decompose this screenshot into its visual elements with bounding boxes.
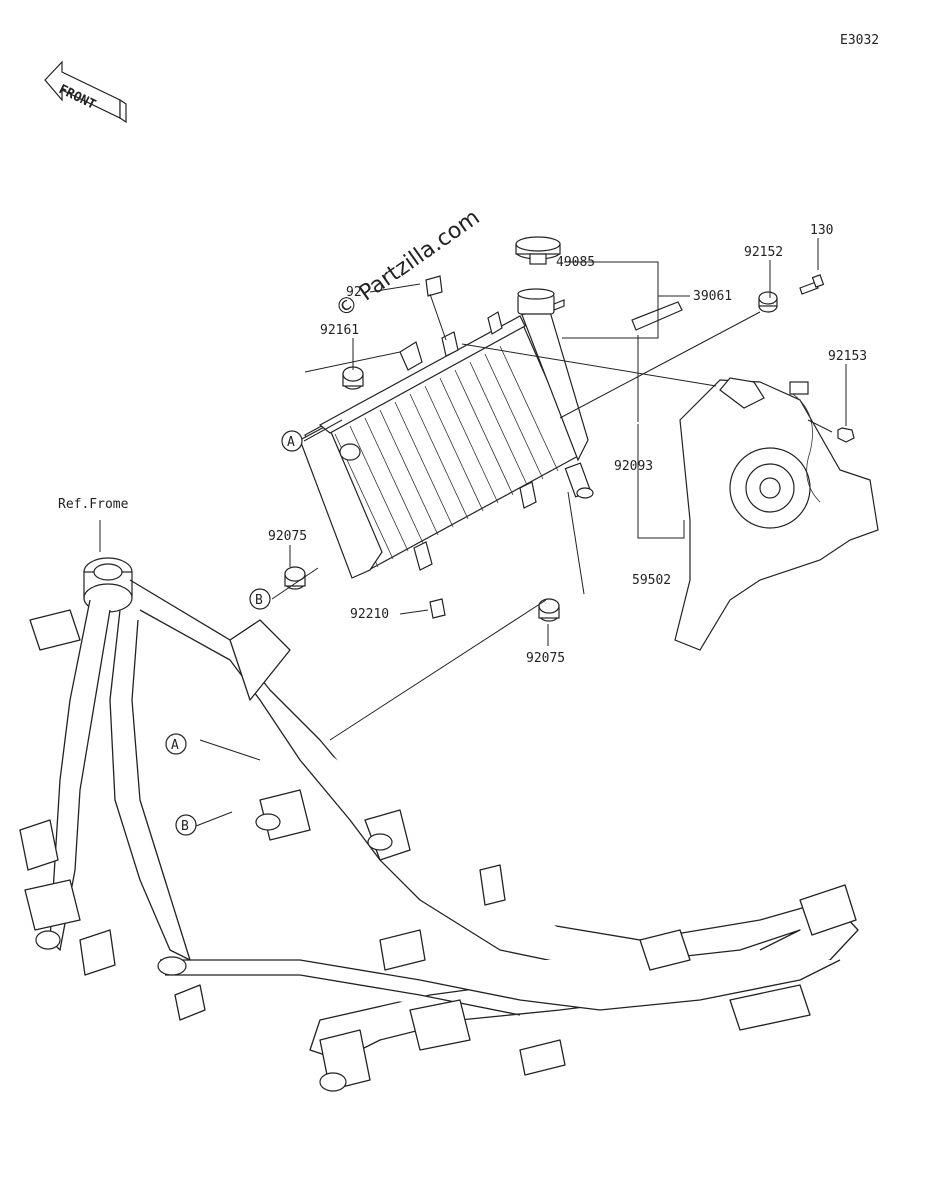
callout-92152: 92152 <box>744 245 783 260</box>
diagram-code: E3032 <box>840 33 879 48</box>
callout-39061: 39061 <box>693 289 732 304</box>
ref-mark-b2: B <box>175 814 197 836</box>
clip-top <box>425 275 443 297</box>
radiator-assembly <box>299 288 594 579</box>
callout-92161: 92161 <box>320 323 359 338</box>
callout-59502: 59502 <box>632 573 671 588</box>
callout-92075-right: 92075 <box>526 651 565 666</box>
clip-92210 <box>429 598 446 619</box>
ref-mark-a1: A <box>281 430 303 452</box>
svg-text:B: B <box>255 593 263 608</box>
bolt-130 <box>799 274 825 295</box>
nut-92153 <box>837 427 855 443</box>
seal-92093 <box>631 301 683 331</box>
svg-text:A: A <box>287 435 295 450</box>
collar-92152 <box>758 291 778 313</box>
motorcycle-frame <box>19 557 859 1092</box>
fan-shroud <box>674 377 879 651</box>
callout-92093: 92093 <box>614 459 653 474</box>
watermark: © Partzilla.com <box>331 205 484 323</box>
grommet-92161 <box>342 366 364 390</box>
radiator-cap <box>515 236 561 265</box>
callout-92153: 92153 <box>828 349 867 364</box>
leader-lines <box>99 238 847 827</box>
ref-frame-label: Ref.Frome <box>58 497 129 512</box>
callout-130: 130 <box>810 223 833 238</box>
svg-text:B: B <box>181 819 189 834</box>
callout-92075-left: 92075 <box>268 529 307 544</box>
svg-text:A: A <box>171 738 179 753</box>
callout-92171: 92 <box>346 285 362 300</box>
callout-92210: 92210 <box>350 607 389 622</box>
grommet-92075-left <box>284 566 306 590</box>
ref-mark-a2: A <box>165 733 187 755</box>
front-arrow-icon: FRONT <box>44 60 127 124</box>
callout-49085: 49085 <box>556 255 595 270</box>
grommet-92075-right <box>538 598 560 622</box>
ref-mark-b1: B <box>249 588 271 610</box>
